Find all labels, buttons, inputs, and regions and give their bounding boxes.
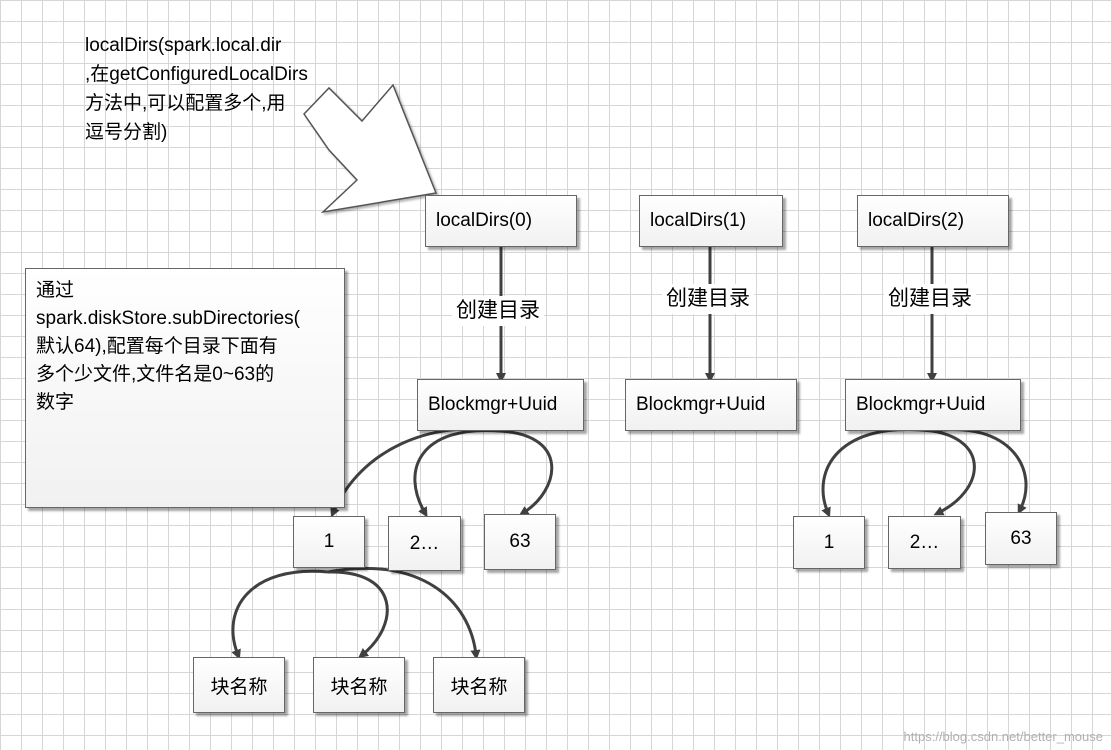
arc-blockmgr2-to-sub63: [931, 428, 1028, 515]
subdir-label: 1: [323, 531, 335, 552]
subdir-label: 63: [1010, 527, 1032, 549]
note-line: 默认64),配置每个目录下面有: [36, 336, 278, 357]
subdir-label: 2…: [409, 532, 440, 554]
block-name-box: 块名称: [433, 657, 525, 713]
subdir-1-box: 1: [293, 516, 365, 568]
arc-blockmgr0-to-sub2: [413, 428, 501, 518]
subdir-label: 2…: [909, 531, 940, 553]
localdirs-1-box: localDirs(1): [639, 195, 783, 247]
note-line: spark.diskStore.subDirectories(: [36, 308, 300, 329]
subdir-label: 63: [509, 531, 531, 552]
watermark: https://blog.csdn.net/better_mouse: [903, 729, 1103, 744]
localdirs-0-label: localDirs(0): [436, 210, 533, 231]
subdir-63-box: 63: [985, 512, 1057, 565]
blockmgr-1-box: Blockmgr+Uuid: [625, 379, 797, 431]
localdirs-2-box: localDirs(2): [857, 195, 1009, 247]
blockmgr-2-label: Blockmgr+Uuid: [856, 394, 986, 415]
subdir-2-box: 2…: [888, 516, 961, 569]
block-name-label: 块名称: [450, 676, 508, 698]
block-name-label: 块名称: [330, 676, 388, 698]
arc-sub1-to-block1: [231, 569, 329, 660]
arc-sub1-to-block3: [327, 566, 481, 660]
localdirs-1-label: localDirs(1): [650, 210, 747, 231]
intro-line: 方法中,可以配置多个,用: [85, 93, 286, 114]
arc-sub1-to-block2: [327, 570, 389, 659]
block-name-label: 块名称: [210, 676, 268, 698]
pointer-arrow-shape: [303, 83, 438, 214]
edge-label-create-dir-2: 创建目录: [884, 284, 976, 314]
note-line: 多个少文件,文件名是0~63的: [36, 364, 275, 385]
block-name-box: 块名称: [193, 657, 285, 713]
intro-line: 逗号分割): [85, 122, 168, 143]
subdir-2-box: 2…: [388, 516, 461, 571]
localdirs-0-box: localDirs(0): [425, 195, 577, 247]
edge-label-create-dir-1: 创建目录: [662, 284, 754, 314]
blockmgr-0-label: Blockmgr+Uuid: [428, 394, 558, 415]
blockmgr-2-box: Blockmgr+Uuid: [845, 379, 1021, 431]
subdir-63-box: 63: [484, 514, 556, 570]
note-line: 数字: [36, 392, 75, 413]
blockmgr-0-box: Blockmgr+Uuid: [417, 379, 584, 431]
intro-text: localDirs(spark.local.dir ,在getConfigure…: [85, 31, 308, 147]
intro-line: localDirs(spark.local.dir: [85, 35, 282, 56]
subdir-label: 1: [823, 531, 835, 553]
arc-blockmgr0-to-sub63: [499, 429, 554, 516]
note-line: 通过: [36, 280, 75, 301]
subdirectories-note: 通过 spark.diskStore.subDirectories( 默认64)…: [25, 268, 345, 508]
arc-blockmgr2-to-sub2: [931, 429, 976, 516]
intro-line: ,在getConfiguredLocalDirs: [85, 64, 308, 85]
arc-blockmgr2-to-sub1: [821, 428, 933, 518]
edge-label-create-dir-0: 创建目录: [452, 296, 544, 326]
blockmgr-1-label: Blockmgr+Uuid: [636, 394, 766, 415]
block-name-box: 块名称: [313, 657, 405, 713]
subdir-1-box: 1: [793, 516, 865, 569]
localdirs-2-label: localDirs(2): [868, 210, 965, 231]
